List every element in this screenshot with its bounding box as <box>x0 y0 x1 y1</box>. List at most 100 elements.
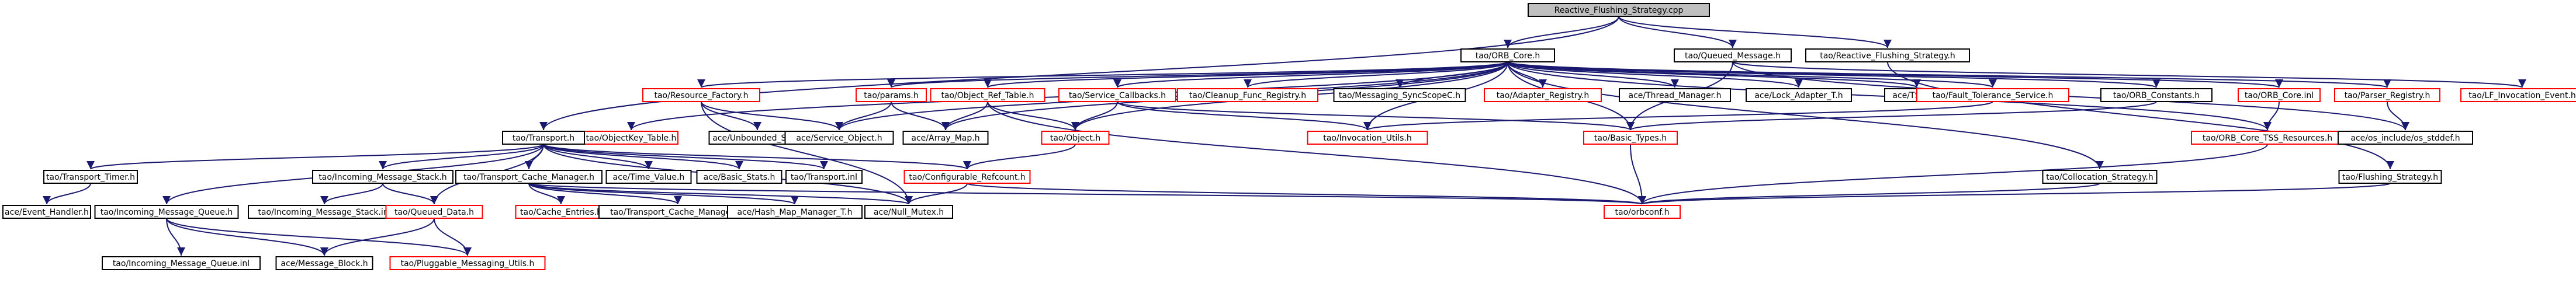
node-rfs[interactable]: tao/Reactive_Flushing_Strategy.h <box>1805 48 1970 62</box>
node-transport[interactable]: tao/Transport.h <box>502 131 585 145</box>
edge-params-to-svcobj <box>835 101 892 131</box>
node-box-resfac <box>642 88 760 102</box>
node-imqueue[interactable]: tao/Incoming_Message_Queue.h <box>94 205 239 219</box>
node-flush[interactable]: tao/Flushing_Strategy.h <box>2338 170 2442 184</box>
node-transinl[interactable]: tao/Transport.inl <box>785 170 863 184</box>
edge-tcmgr-to-hashmap <box>528 183 799 205</box>
node-consts[interactable]: tao/ORB_Constants.h <box>2100 88 2213 102</box>
edge-cfgref-to-orbconf <box>967 183 1646 205</box>
node-label-qdata: tao/Queued_Data.h <box>394 208 474 217</box>
node-bstats[interactable]: ace/Basic_Stats.h <box>696 170 783 184</box>
node-imstack[interactable]: tao/Incoming_Message_Stack.h <box>312 170 453 184</box>
node-label-consts: tao/ORB_Constants.h <box>2113 91 2200 100</box>
node-hashmap[interactable]: ace/Hash_Map_Manager_T.h <box>727 205 863 219</box>
node-orbconf[interactable]: tao/orbconf.h <box>1604 205 1681 219</box>
node-tssres[interactable]: tao/ORB_Core_TSS_Resources.h <box>2191 131 2344 145</box>
node-label-qmsg: tao/Queued_Message.h <box>1685 51 1781 61</box>
edge-transport-to-bstats <box>543 144 743 170</box>
node-cfgref[interactable]: tao/Configurable_Refcount.h <box>903 170 1031 184</box>
node-qmsg[interactable]: tao/Queued_Message.h <box>1674 48 1792 62</box>
edge-imqueue-to-msgblk <box>166 218 328 256</box>
node-core[interactable]: tao/ORB_Core.h <box>1460 48 1555 62</box>
node-arrmap[interactable]: ace/Array_Map.h <box>902 131 989 145</box>
node-lfevt[interactable]: tao/LF_Invocation_Event.h <box>2460 88 2576 102</box>
edge-layer <box>43 16 2526 256</box>
node-box-msgsync <box>1333 88 1466 102</box>
node-svccb[interactable]: tao/Service_Callbacks.h <box>1058 88 1176 102</box>
node-box-rfs <box>1805 48 1970 62</box>
node-msgsync[interactable]: tao/Messaging_SyncScopeC.h <box>1333 88 1466 102</box>
node-box-qmsg <box>1674 48 1792 62</box>
node-box-consts <box>2100 88 2213 102</box>
node-tcmgr[interactable]: tao/Transport_Cache_Manager.h <box>455 170 603 184</box>
node-nullmx[interactable]: ace/Null_Mutex.h <box>864 205 953 219</box>
node-label-plugmsg: tao/Pluggable_Messaging_Utils.h <box>401 259 535 268</box>
node-parser[interactable]: tao/Parser_Registry.h <box>2334 88 2440 102</box>
node-label-imstinl: tao/Incoming_Message_Stack.inl <box>258 208 390 217</box>
node-object[interactable]: tao/Object.h <box>1041 131 1110 145</box>
node-imstinl[interactable]: tao/Incoming_Message_Stack.inl <box>248 205 401 219</box>
node-ttimer[interactable]: tao/Transport_Timer.h <box>43 170 138 184</box>
node-box-object <box>1041 131 1110 145</box>
node-box-root <box>1528 3 1710 17</box>
node-label-cfgref: tao/Configurable_Refcount.h <box>909 173 1025 182</box>
node-label-basict: tao/Basic_Types.h <box>1594 134 1667 143</box>
node-adapter[interactable]: tao/Adapter_Registry.h <box>1484 88 1602 102</box>
edge-cfgref-to-nullmx <box>905 183 968 205</box>
node-label-orbconf: tao/orbconf.h <box>1615 208 1670 217</box>
edge-params-to-arrmap <box>891 101 950 131</box>
node-evh[interactable]: ace/Event_Handler.h <box>2 205 91 219</box>
node-svcobj[interactable]: ace/Service_Object.h <box>784 131 894 145</box>
node-qdata[interactable]: tao/Queued_Data.h <box>385 205 483 219</box>
node-box-svccb <box>1058 88 1176 102</box>
node-objref[interactable]: tao/Object_Ref_Table.h <box>930 88 1045 102</box>
node-unbset[interactable]: ace/Unbounded_Set.h <box>708 131 806 145</box>
node-label-lockad: ace/Lock_Adapter_T.h <box>1754 91 1843 100</box>
node-plugmsg[interactable]: tao/Pluggable_Messaging_Utils.h <box>389 256 546 270</box>
node-box-cfgref <box>903 170 1031 184</box>
node-resfac[interactable]: tao/Resource_Factory.h <box>642 88 760 102</box>
node-label-unbset: ace/Unbounded_Set.h <box>712 134 802 143</box>
node-layer: Reactive_Flushing_Strategy.cpp tao/ORB_Co… <box>2 3 2576 270</box>
node-invutl[interactable]: tao/Invocation_Utils.h <box>1307 131 1428 145</box>
node-root[interactable]: Reactive_Flushing_Strategy.cpp <box>1528 3 1710 17</box>
edge-resfac-to-unbset <box>701 101 761 131</box>
node-colstr[interactable]: tao/Collocation_Strategy.h <box>2042 170 2158 184</box>
node-box-tcmgr <box>455 170 603 184</box>
node-params[interactable]: tao/params.h <box>856 88 927 102</box>
node-thrmgr[interactable]: ace/Thread_Manager.h <box>1619 88 1731 102</box>
node-label-transport: tao/Transport.h <box>513 134 574 143</box>
node-label-objref: tao/Object_Ref_Table.h <box>941 91 1034 100</box>
node-box-thrmgr <box>1619 88 1731 102</box>
node-box-lockad <box>1746 88 1852 102</box>
edge-tcmgr-to-nullmx <box>528 183 913 205</box>
node-osstd[interactable]: ace/os_include/os_stddef.h <box>2338 131 2473 145</box>
node-box-transinl <box>785 170 863 184</box>
edge-objref-to-arrmap <box>941 101 988 131</box>
node-label-arrmap: ace/Array_Map.h <box>911 134 979 143</box>
node-ftsvc[interactable]: tao/Fault_Tolerance_Service.h <box>1916 88 2069 102</box>
edge-transport-to-transinl <box>543 144 828 170</box>
node-label-transinl: tao/Transport.inl <box>791 173 857 182</box>
edge-tssres-to-orbconf <box>1638 144 2268 205</box>
node-basict[interactable]: tao/Basic_Types.h <box>1583 131 1678 145</box>
node-label-evh: ace/Event_Handler.h <box>5 208 89 217</box>
node-msgblk[interactable]: ace/Message_Block.h <box>275 256 373 270</box>
node-box-qdata <box>385 205 483 219</box>
node-box-ftsvc <box>1916 88 2069 102</box>
node-box-svcobj <box>784 131 894 145</box>
node-label-thrmgr: ace/Thread_Manager.h <box>1629 91 1722 100</box>
node-timeval[interactable]: ace/Time_Value.h <box>605 170 692 184</box>
node-lockad[interactable]: ace/Lock_Adapter_T.h <box>1746 88 1852 102</box>
node-cleanup[interactable]: tao/Cleanup_Func_Registry.h <box>1177 88 1318 102</box>
node-coreinl[interactable]: tao/ORB_Core.inl <box>2238 88 2321 102</box>
node-objkey[interactable]: tao/ObjectKey_Table.h <box>584 131 678 145</box>
edge-svccb-to-object <box>1071 101 1118 131</box>
node-imqinl[interactable]: tao/Incoming_Message_Queue.inl <box>102 256 261 270</box>
node-box-flush <box>2338 170 2442 184</box>
node-cent[interactable]: tao/Cache_Entries.h <box>515 205 607 219</box>
node-label-ftsvc: tao/Fault_Tolerance_Service.h <box>1933 91 2054 100</box>
edge-transport-to-imstack <box>379 144 544 170</box>
node-label-msgblk: ace/Message_Block.h <box>281 259 368 268</box>
node-box-imqinl <box>102 256 261 270</box>
